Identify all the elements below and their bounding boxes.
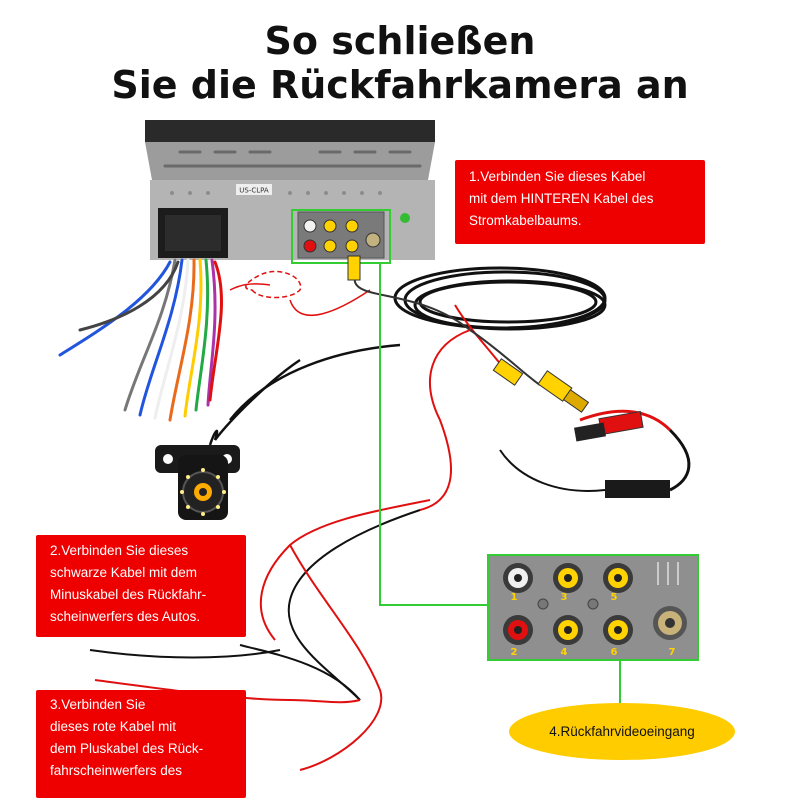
rca-port-5: [603, 563, 633, 593]
page-title-line-2: Sie die Rückfahrkamera an: [111, 63, 689, 107]
rca-port-1: [503, 563, 533, 593]
callout-step-1: 1.Verbinden Sie dieses Kabel mit dem HIN…: [455, 160, 705, 244]
rca-port-inset: 1 3 5 2 4 6 7: [487, 554, 699, 661]
callout-step-4-video-input: 4.Rückfahrvideoeingang: [509, 703, 735, 760]
rca-port-2: [503, 615, 533, 645]
callout-step-3: 3.Verbinden Sie dieses rote Kabel mit de…: [36, 690, 246, 798]
callout-step-2: 2.Verbinden Sie dieses schwarze Kabel mi…: [36, 535, 246, 637]
port-label-1: 1: [511, 592, 518, 603]
page-title-line-1: So schließen: [264, 19, 536, 63]
port-label-3: 3: [561, 592, 568, 603]
rca-connector-pair: [492, 358, 590, 413]
car-radio-unit: US-CLPA: [145, 120, 435, 260]
wire-harness: [58, 258, 223, 422]
coiled-extension-cable: [393, 266, 607, 331]
rca-port-highlight: [291, 209, 391, 264]
device-sticker: US-CLPA: [239, 187, 269, 195]
port-label-5: 5: [611, 592, 618, 603]
port-label-2: 2: [511, 647, 518, 658]
video-input-port-7: [653, 606, 687, 640]
port-label-4: 4: [561, 647, 568, 658]
rca-port-6: [603, 615, 633, 645]
rca-port-4: [553, 615, 583, 645]
port-label-6: 6: [611, 647, 618, 658]
reversing-camera: [155, 445, 240, 520]
port-zoom-connector-line: [379, 263, 488, 606]
port-label-7: 7: [669, 647, 676, 658]
rca-port-3: [553, 563, 583, 593]
